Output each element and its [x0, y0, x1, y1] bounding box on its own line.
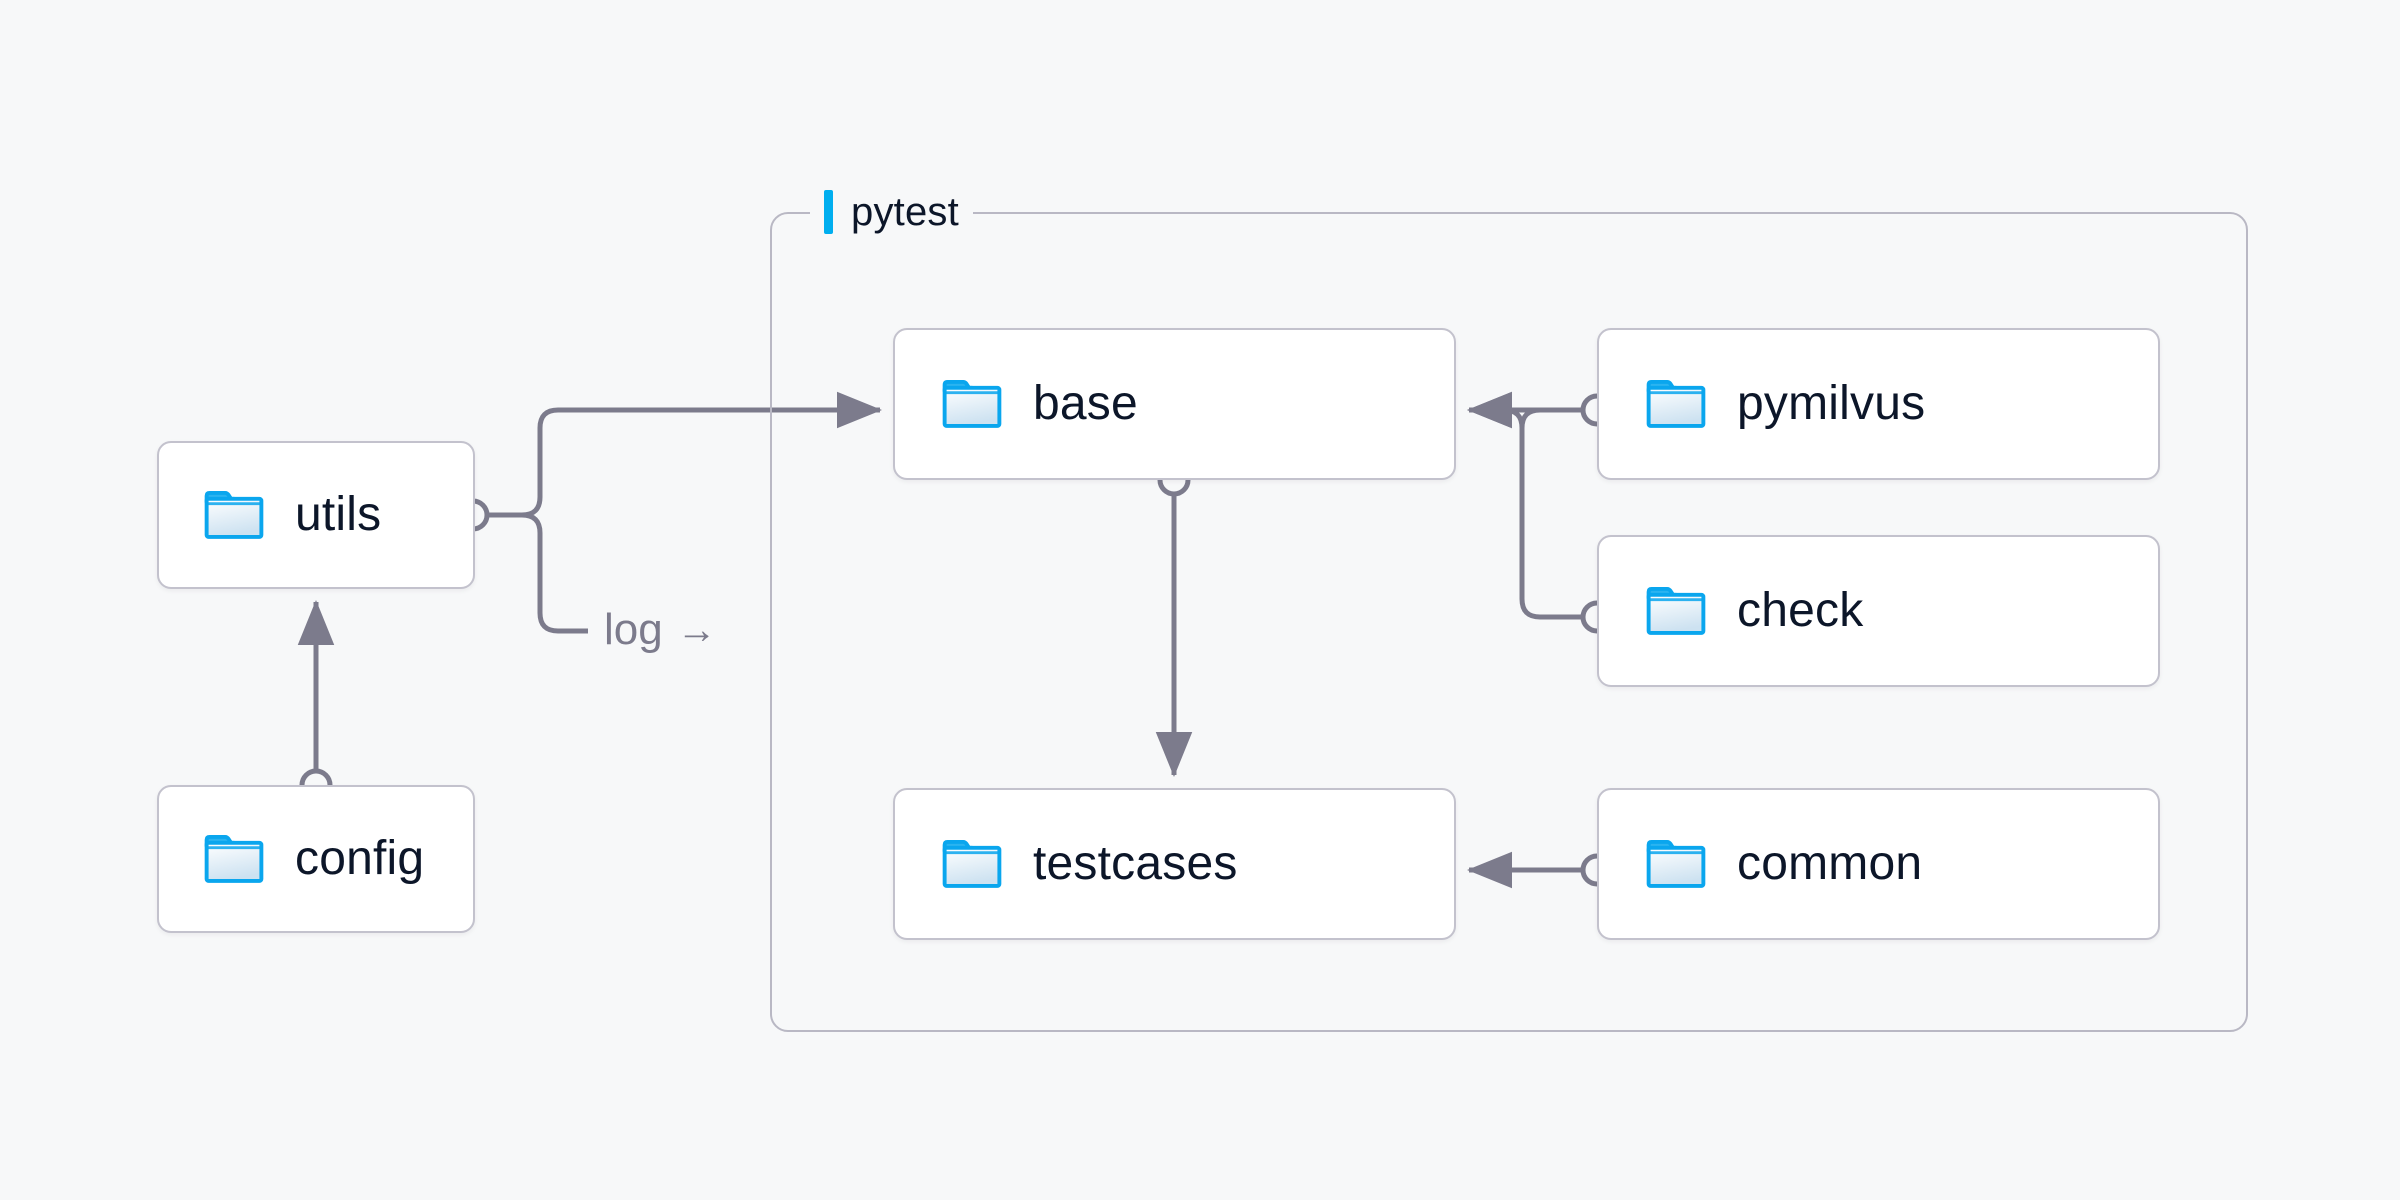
- pytest-group-container: [770, 212, 2248, 1032]
- arrow-right-icon: →: [676, 608, 717, 652]
- folder-icon: [1646, 379, 1706, 428]
- node-config[interactable]: config: [157, 785, 475, 933]
- node-utils[interactable]: utils: [157, 441, 475, 589]
- node-label-pymilvus: pymilvus: [1737, 377, 1926, 430]
- folder-icon: [204, 490, 264, 539]
- edge-label-log: log →: [604, 608, 717, 652]
- accent-bar-icon: [824, 190, 833, 234]
- edge-label-log-text: log: [604, 605, 663, 654]
- node-testcases[interactable]: testcases: [893, 788, 1456, 940]
- node-common[interactable]: common: [1597, 788, 2160, 940]
- pytest-group-label-text: pytest: [851, 189, 959, 234]
- node-label-check: check: [1737, 584, 1864, 637]
- folder-icon: [1646, 586, 1706, 635]
- folder-icon: [1646, 839, 1706, 888]
- node-label-config: config: [295, 832, 425, 885]
- node-label-utils: utils: [295, 488, 382, 541]
- node-base[interactable]: base: [893, 328, 1456, 480]
- node-check[interactable]: check: [1597, 535, 2160, 687]
- node-label-common: common: [1737, 837, 1923, 890]
- folder-icon: [942, 379, 1002, 428]
- node-pymilvus[interactable]: pymilvus: [1597, 328, 2160, 480]
- pytest-group-label: pytest: [810, 184, 973, 240]
- folder-icon: [204, 834, 264, 883]
- node-label-base: base: [1033, 377, 1138, 430]
- folder-icon: [942, 839, 1002, 888]
- node-label-testcases: testcases: [1033, 837, 1238, 890]
- edge-utils-to-log: [489, 512, 588, 634]
